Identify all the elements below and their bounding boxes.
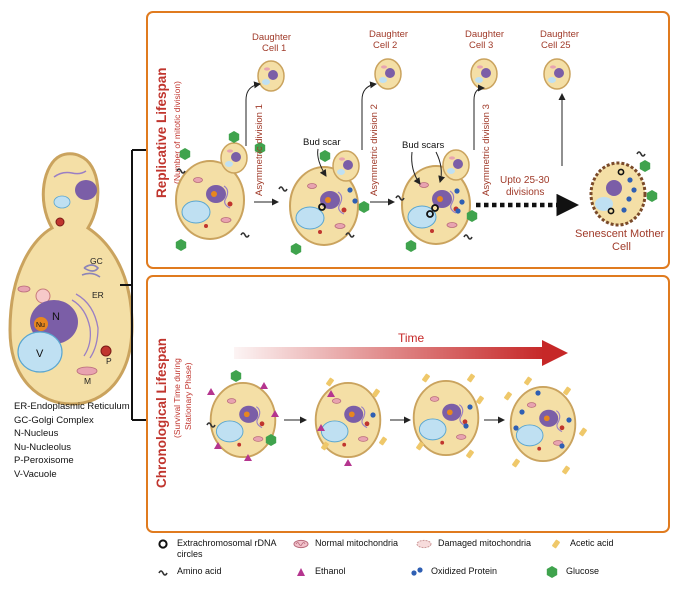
daughter-3-line1: Daughter — [465, 29, 504, 40]
chronological-subtitle-1: (Survival Time during — [172, 358, 182, 438]
chrono-cell-2 — [314, 377, 388, 466]
damaged-mitochondria-icon — [416, 539, 432, 549]
bud-scars-arrow-b — [435, 151, 446, 183]
gc-label: GC — [90, 256, 103, 266]
amino-acid-icon — [158, 570, 168, 576]
division-2-arrow — [361, 81, 377, 150]
time-arrow — [234, 340, 568, 366]
chrono-cell-4 — [503, 376, 588, 475]
bud-scar-arrow — [317, 148, 327, 177]
legend-item: Damaged mitochondria — [416, 538, 531, 550]
ethanol-icon — [297, 568, 305, 576]
bud-scar-label: Bud scar — [303, 137, 341, 148]
time-label: Time — [398, 331, 425, 345]
legend-label: Normal mitochondria — [315, 538, 399, 548]
key-item: N-Nucleus — [14, 428, 59, 440]
daughter-cell-25 — [543, 58, 571, 90]
daughter-25-line1: Daughter — [540, 29, 579, 40]
m-label: M — [84, 376, 91, 386]
legend-item: Amino acid — [155, 566, 222, 578]
division-1-label: Asymmetric division 1 — [254, 104, 265, 196]
legend-item: Glucose — [544, 566, 599, 578]
key-item: Nu-Nucleolus — [14, 441, 72, 453]
daughter-1-line2: Cell 1 — [262, 43, 286, 54]
bud-scars-arrow-a — [411, 151, 421, 185]
daughter-1-line1: Daughter — [252, 32, 291, 43]
abbreviation-key: ER-Endoplasmic Reticulum GC-Golgi Comple… — [14, 400, 130, 482]
senescent-line1: Senescent Mother — [575, 228, 665, 240]
upto-line2: divisions — [506, 187, 544, 198]
daughter-2-line1: Daughter — [369, 29, 408, 40]
replicative-title: Replicative Lifespan — [154, 67, 169, 198]
daughter-3-line2: Cell 3 — [469, 40, 493, 51]
daughter-25-line2: Cell 25 — [541, 40, 571, 51]
replicative-panel — [146, 11, 670, 269]
legend-label: Ethanol — [315, 566, 346, 576]
bud-scars-label: Bud scars — [402, 140, 444, 151]
yeast-cell-anatomy: GC ER N Nu V P M — [8, 152, 134, 406]
division-3-label: Asymmetric division 3 — [481, 104, 492, 196]
chrono-cell-3 — [412, 373, 485, 459]
legend-item: Ethanol — [293, 566, 346, 578]
glucose-icon — [546, 566, 558, 578]
legend-label: Acetic acid — [570, 538, 614, 548]
er-label: ER — [92, 290, 104, 300]
daughter-cell-2 — [374, 58, 402, 90]
daughter-cell-3 — [470, 58, 498, 90]
senescent-mother-cell — [589, 151, 658, 227]
acetic-acid-icon — [552, 539, 560, 549]
senescent-line2: Cell — [612, 241, 631, 253]
replicative-subtitle: (Number of mitotic division) — [172, 81, 182, 184]
v-label: V — [36, 348, 44, 360]
legend-item: Normal mitochondria — [293, 538, 398, 550]
chronological-panel — [146, 275, 670, 533]
legend-label: Damaged mitochondria — [438, 538, 532, 548]
key-item: ER-Endoplasmic Reticulum — [14, 401, 130, 412]
chronological-subtitle-2: Stationary Phase) — [183, 362, 193, 430]
legend-item: Oxidized Protein — [409, 566, 497, 578]
normal-mitochondria-icon — [293, 539, 309, 549]
mother-cell-stage-2 — [278, 150, 370, 255]
mother-cell-stage-3 — [395, 149, 478, 252]
n-label: N — [52, 311, 60, 323]
division-2-label: Asymmetric division 2 — [369, 104, 380, 196]
key-item: V-Vacuole — [14, 468, 57, 480]
mother-cell-stage-1 — [175, 131, 266, 251]
key-item: GC-Golgi Complex — [14, 414, 94, 426]
legend-label: Glucose — [566, 566, 600, 576]
legend-label: Amino acid — [177, 566, 222, 576]
legend-label: circles — [177, 549, 203, 559]
upto-line1: Upto 25-30 — [500, 175, 550, 186]
p-label: P — [106, 356, 112, 366]
daughter-cell-1 — [257, 60, 285, 92]
chrono-cell-1 — [206, 370, 279, 461]
legend-label: Extrachromosomal rDNA — [177, 538, 277, 548]
rdna-circle-icon — [158, 539, 168, 549]
oxidized-protein-icon — [411, 567, 423, 576]
chronological-title: Chronological Lifespan — [154, 338, 169, 488]
division-3-arrow — [473, 84, 485, 150]
bracket-connector — [120, 149, 146, 421]
key-item: P-Peroxisome — [14, 455, 74, 467]
nu-label: Nu — [36, 322, 45, 329]
daughter-2-line2: Cell 2 — [373, 40, 397, 51]
legend-item: Acetic acid — [548, 538, 614, 550]
division-1-arrow — [245, 81, 261, 146]
legend-label: Oxidized Protein — [431, 566, 498, 576]
